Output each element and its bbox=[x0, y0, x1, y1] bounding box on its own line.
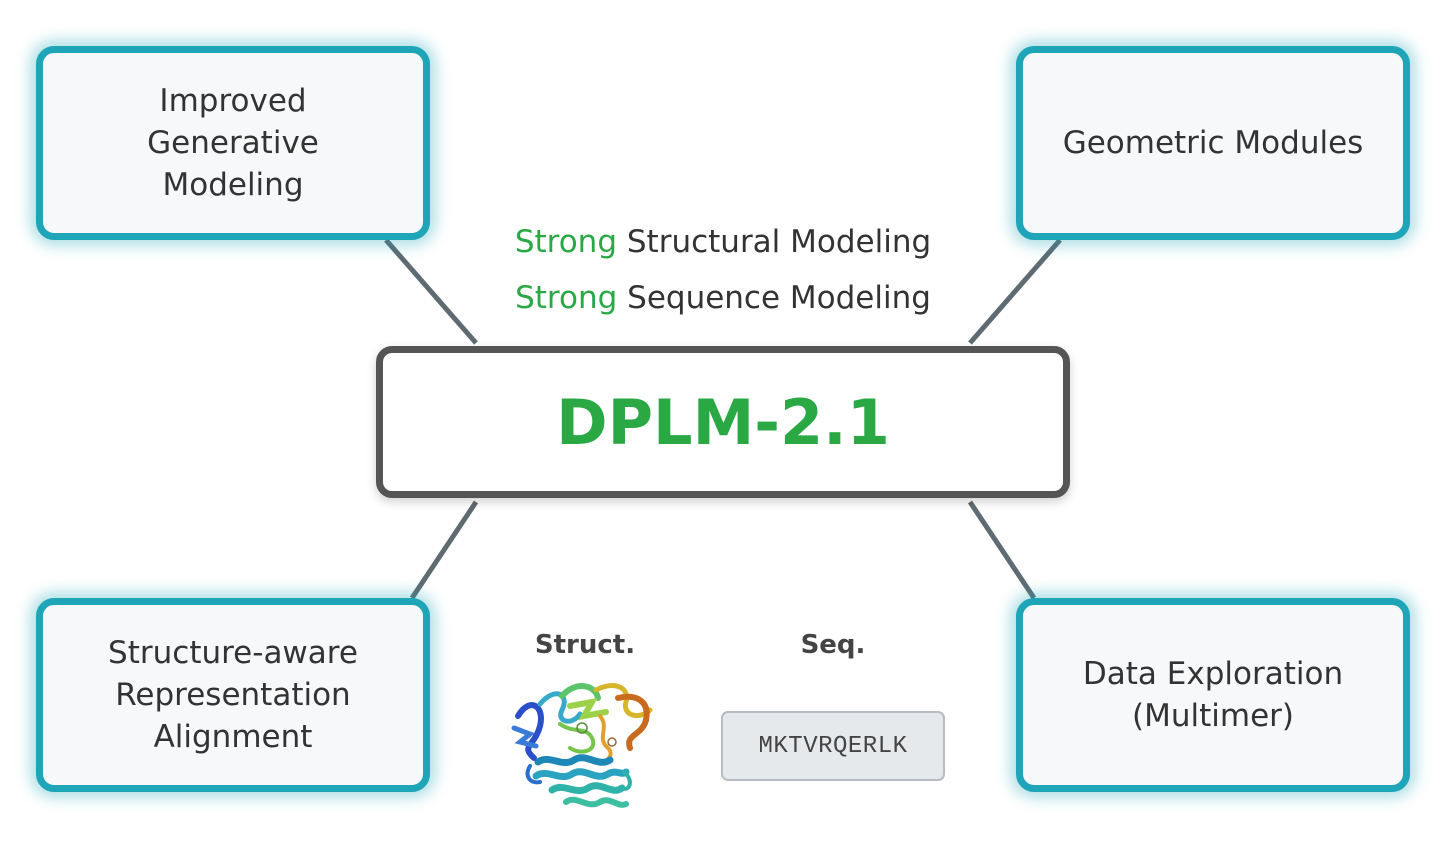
strength-sequence-modeling: Strong Sequence Modeling bbox=[440, 280, 1006, 316]
feature-label-line: (Multimer) bbox=[1132, 698, 1294, 734]
feature-box-data-exploration: Data Exploration (Multimer) bbox=[1016, 598, 1410, 792]
model-title: DPLM-2.1 bbox=[556, 385, 890, 459]
struct-label: Struct. bbox=[534, 630, 636, 660]
feature-box-geometric-modules: Geometric Modules bbox=[1016, 46, 1410, 240]
feature-text: Data Exploration (Multimer) bbox=[1083, 653, 1343, 737]
feature-text: Structure-aware Representation Alignment bbox=[108, 632, 358, 758]
seq-label: Seq. bbox=[800, 630, 866, 660]
feature-label-line: Structure-aware bbox=[108, 635, 358, 671]
sequence-box: MKTVRQERLK bbox=[721, 711, 945, 781]
feature-box-representation-alignment: Structure-aware Representation Alignment bbox=[36, 598, 430, 792]
strength-highlight: Strong bbox=[514, 224, 618, 260]
feature-label-line: Improved bbox=[159, 83, 307, 119]
connector-top-right bbox=[968, 238, 1062, 345]
feature-label-line: Alignment bbox=[153, 719, 313, 755]
feature-box-generative-modeling: Improved Generative Modeling bbox=[36, 46, 430, 240]
connector-bottom-left bbox=[409, 500, 479, 600]
feature-label-line: Representation bbox=[115, 677, 351, 713]
feature-text: Improved Generative Modeling bbox=[147, 80, 319, 206]
sequence-text: MKTVRQERLK bbox=[758, 732, 908, 760]
strength-structural-modeling: Strong Structural Modeling bbox=[440, 224, 1006, 260]
feature-label-line: Modeling bbox=[162, 167, 304, 203]
connector-top-left bbox=[384, 238, 478, 345]
feature-label-line: Generative bbox=[147, 125, 319, 161]
feature-label-line: Geometric Modules bbox=[1062, 125, 1364, 161]
protein-structure-image bbox=[511, 683, 653, 808]
connector-bottom-right bbox=[967, 500, 1037, 600]
strength-text: Structural Modeling bbox=[617, 224, 932, 260]
feature-text: Geometric Modules bbox=[1063, 122, 1364, 164]
center-model-box: DPLM-2.1 bbox=[376, 346, 1070, 498]
strength-text: Sequence Modeling bbox=[617, 280, 931, 316]
feature-label-line: Data Exploration bbox=[1082, 656, 1344, 692]
strength-highlight: Strong bbox=[515, 280, 618, 316]
